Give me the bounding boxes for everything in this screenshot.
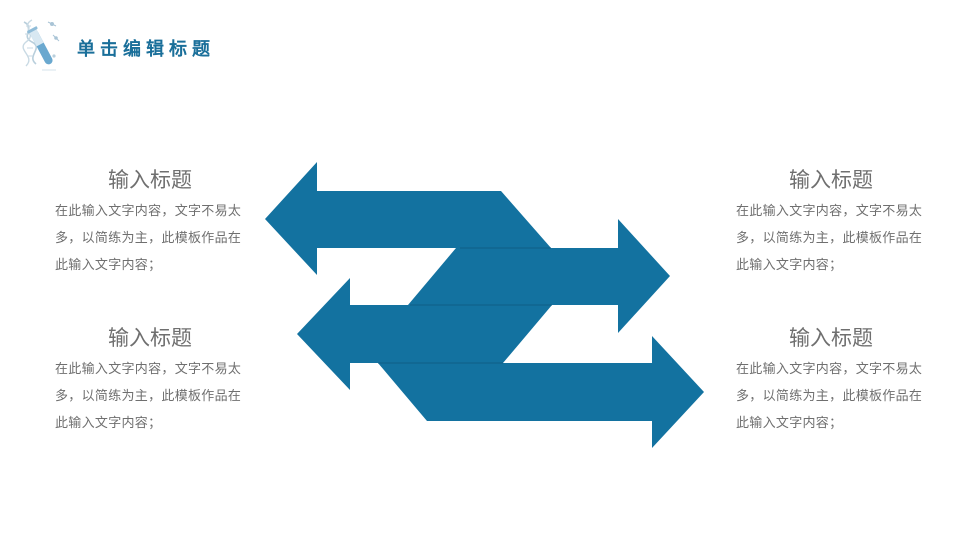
block-body[interactable]: 在此输入文字内容，文字不易太多，以简练为主，此模板作品在此输入文字内容；	[55, 204, 242, 273]
block-body[interactable]: 在此输入文字内容，文字不易太多，以简练为主，此模板作品在此输入文字内容；	[736, 204, 923, 273]
block-heading[interactable]: 输入标题	[789, 168, 873, 192]
dna-test-tube-icon	[18, 14, 62, 74]
block-heading[interactable]: 输入标题	[789, 326, 873, 350]
block-body[interactable]: 在此输入文字内容，文字不易太多，以简练为主，此模板作品在此输入文字内容；	[736, 362, 923, 431]
text-block-bottom-left: 输入标题 在此输入文字内容，文字不易太多，以简练为主，此模板作品在此输入文字内容…	[55, 324, 245, 437]
text-block-top-left: 输入标题 在此输入文字内容，文字不易太多，以简练为主，此模板作品在此输入文字内容…	[55, 166, 245, 279]
arrow-left-top	[265, 162, 551, 275]
page-title[interactable]: 单击编辑标题	[77, 39, 215, 60]
block-body[interactable]: 在此输入文字内容，文字不易太多，以简练为主，此模板作品在此输入文字内容；	[55, 362, 242, 431]
block-heading[interactable]: 输入标题	[108, 326, 192, 350]
text-block-top-right: 输入标题 在此输入文字内容，文字不易太多，以简练为主，此模板作品在此输入文字内容…	[736, 166, 926, 279]
arrow-right-bottom	[378, 336, 704, 448]
arrow-left-lower	[297, 278, 552, 390]
block-heading[interactable]: 输入标题	[108, 168, 192, 192]
text-block-bottom-right: 输入标题 在此输入文字内容，文字不易太多，以简练为主，此模板作品在此输入文字内容…	[736, 324, 926, 437]
